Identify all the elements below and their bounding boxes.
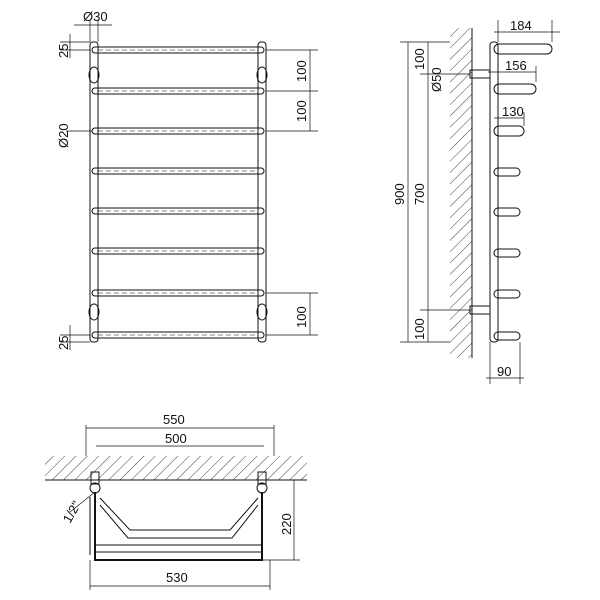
dim-thread: 1/2" bbox=[60, 498, 85, 525]
dim-spacing-top-1: 100 bbox=[294, 60, 309, 82]
dim-connection-diameter: Ø50 bbox=[429, 67, 444, 92]
dim-diameter-side: Ø20 bbox=[56, 123, 71, 148]
top-view: 550 500 530 220 1/2" bbox=[45, 412, 307, 590]
dim-width-centers: 500 bbox=[165, 431, 187, 446]
dim-depth-total: 184 bbox=[510, 18, 532, 33]
left-rail bbox=[89, 41, 99, 343]
crossbars bbox=[91, 46, 265, 339]
right-rail bbox=[257, 41, 267, 343]
side-view: 184 156 130 900 700 100 100 Ø50 90 bbox=[392, 18, 560, 384]
front-view: Ø30 25 Ø20 25 100 100 100 bbox=[56, 9, 318, 350]
dim-offset-top: 100 bbox=[412, 48, 427, 70]
dim-depth-mid: 156 bbox=[505, 58, 527, 73]
dim-width-outer: 550 bbox=[163, 412, 185, 427]
crossbar-centerlines bbox=[98, 49, 258, 336]
dim-spacing-bottom: 100 bbox=[294, 306, 309, 328]
dim-width-base: 530 bbox=[166, 570, 188, 585]
dim-top-offset: 25 bbox=[56, 44, 71, 58]
dim-spacing-top-2: 100 bbox=[294, 100, 309, 122]
side-arms bbox=[493, 43, 553, 341]
dim-depth-low: 130 bbox=[502, 104, 524, 119]
dim-height-centers: 700 bbox=[412, 183, 427, 205]
dim-depth-base: 90 bbox=[497, 364, 511, 379]
side-wall bbox=[450, 28, 472, 358]
wall-mounts bbox=[88, 66, 268, 321]
dim-depth: 220 bbox=[279, 513, 294, 535]
dim-bottom-offset: 25 bbox=[56, 336, 71, 350]
side-rail bbox=[489, 41, 499, 343]
dim-height-total: 900 bbox=[392, 183, 407, 205]
dim-offset-bottom: 100 bbox=[412, 318, 427, 340]
dim-diameter-top: Ø30 bbox=[83, 9, 108, 24]
top-wall bbox=[45, 456, 307, 480]
